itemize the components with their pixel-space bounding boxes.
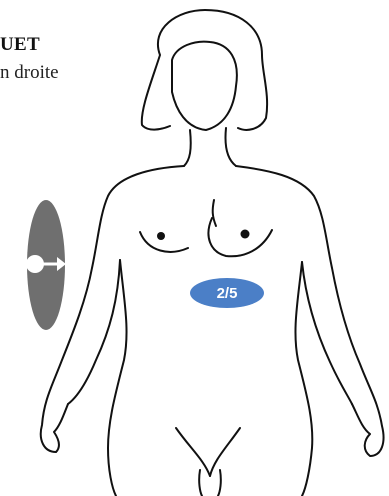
page-indicator-badge: 2/5 [190, 278, 264, 308]
arrow-right-icon[interactable] [23, 253, 67, 275]
